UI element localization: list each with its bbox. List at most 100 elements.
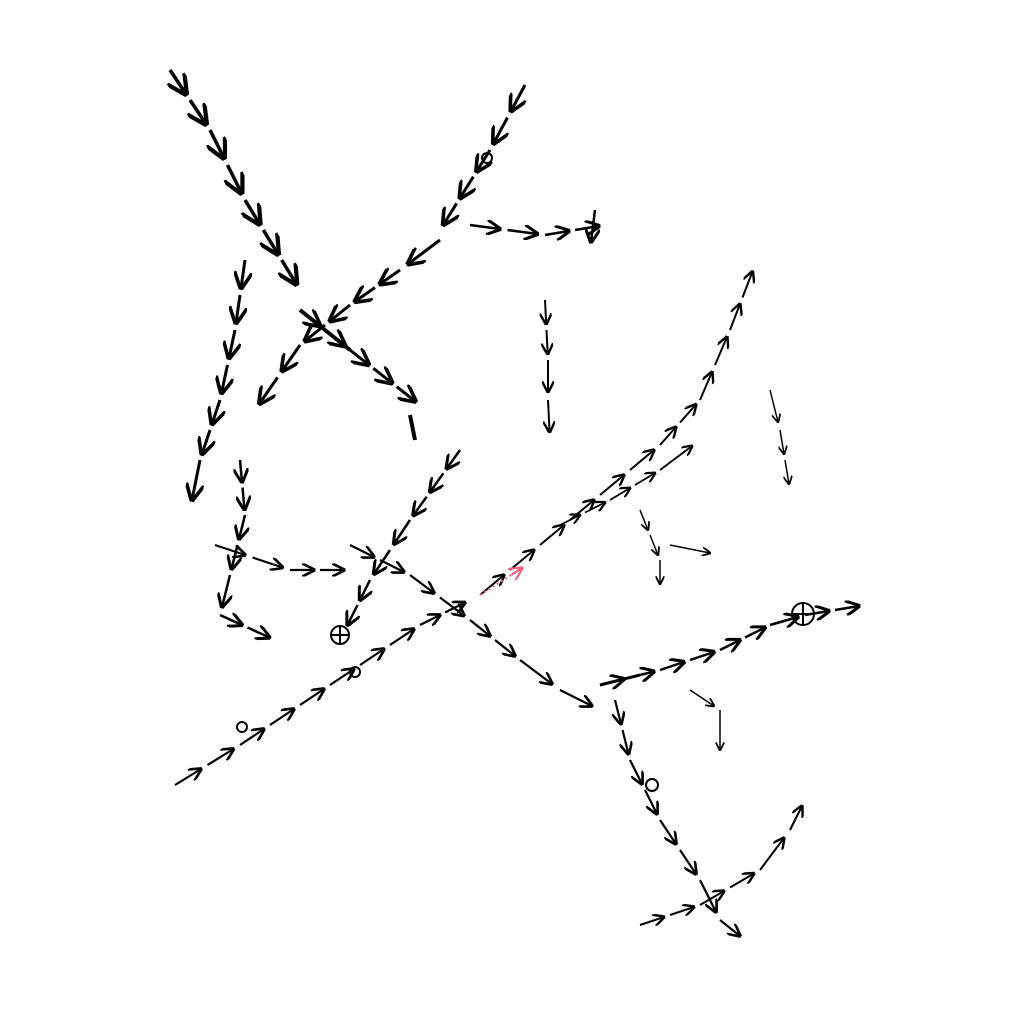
long-diagonal-upper-arrow-glyph	[741, 272, 753, 298]
left-lower-branch-arrow-glyph	[239, 514, 245, 539]
top-right-arm-arrow-glyph	[574, 226, 599, 230]
far-right-branch-arrow-glyph	[769, 389, 778, 422]
right-horizontal-branch-arrow-glyph	[744, 628, 765, 638]
top-right-arm-arrow-glyph	[507, 230, 538, 234]
long-diagonal-lower-arrow-glyph	[359, 649, 384, 666]
left-vertical-branch-arrow-glyph	[222, 364, 228, 393]
long-diagonal-lower-arrow-glyph	[206, 749, 234, 766]
upper-diagonal-branch-arrow-glyph	[330, 303, 351, 321]
top-left-branch-arrow-glyph	[263, 229, 278, 254]
center-left-branch-arrow-glyph	[372, 368, 392, 383]
far-right-branch-arrow-glyph	[785, 459, 789, 484]
center-stack-branch-arrow-glyph	[348, 604, 358, 625]
long-diagonal-lower-arrow-glyph	[299, 689, 324, 706]
center-left-branch-arrow-glyph	[349, 350, 369, 365]
long-diagonal-upper-arrow-glyph	[479, 575, 504, 596]
cross-arm-arrow-glyph	[591, 209, 595, 242]
center-stack-branch-arrow-glyph	[374, 549, 392, 574]
right-horizontal-branch-arrow-glyph	[834, 606, 859, 610]
far-right-branch-arrow-glyph	[780, 429, 784, 454]
top-branch-arrow-glyph	[443, 202, 456, 224]
left-lower-branch-arrow-glyph	[219, 615, 242, 625]
top-left-branch-arrow-glyph	[210, 129, 224, 158]
small-bottom-arm-arrow-glyph	[689, 689, 714, 706]
small-circle-glyph	[349, 666, 361, 678]
small-circle-glyph	[645, 778, 659, 792]
small-vertical-branch-arrow-glyph	[548, 399, 550, 432]
long-diagonal-upper-arrow-glyph	[539, 525, 564, 546]
heavy-bar-glyph	[408, 414, 417, 441]
bottom-right-branch-arrow-glyph	[759, 838, 784, 871]
center-left-branch-arrow-glyph	[395, 387, 416, 402]
right-horizontal-branch-arrow-glyph	[659, 662, 684, 670]
top-branch-arrow-glyph	[511, 84, 525, 111]
center-diagonal-branch-arrow-glyph	[494, 639, 515, 656]
right-horizontal-branch-arrow-glyph	[719, 640, 740, 650]
long-diagonal-upper-arrow-glyph	[679, 405, 696, 424]
small-vertical-branch-arrow-glyph	[547, 329, 548, 354]
center-diagonal-branch-arrow-glyph	[439, 596, 464, 616]
long-diagonal-upper-arrow-glyph	[714, 337, 727, 366]
long-diagonal-upper-arrow-glyph	[599, 475, 624, 496]
center-stack-branch-arrow-glyph	[413, 495, 428, 516]
bottom-vertical-branch-arrow-glyph	[659, 819, 676, 844]
bottom-vertical-branch-arrow-glyph	[615, 699, 621, 724]
bottom-vertical-branch-arrow-glyph	[719, 919, 740, 936]
top-left-branch-arrow-glyph	[190, 99, 206, 124]
center-diagonal-branch-arrow-glyph	[409, 574, 434, 593]
left-cross-arm-arrow-glyph	[214, 543, 245, 555]
left-lower-branch-arrow-glyph	[232, 544, 238, 569]
long-diagonal-lower-arrow-glyph	[269, 709, 294, 726]
top-right-arm-arrow-glyph	[544, 231, 569, 235]
top-left-branch-arrow-glyph	[282, 259, 297, 284]
upper-diagonal-branch-arrow-glyph	[408, 238, 441, 264]
right-horizontal-branch-arrow-glyph	[689, 652, 714, 660]
center-stack-branch-arrow-glyph	[394, 519, 412, 544]
bottom-right-branch-arrow-glyph	[639, 917, 664, 925]
bottom-right-branch-arrow-glyph	[789, 806, 802, 831]
left-vertical-branch-arrow-glyph	[192, 459, 200, 500]
upper-diagonal-branch-arrow-glyph	[282, 344, 302, 371]
left-cross-arm-arrow-glyph	[252, 556, 283, 568]
long-diagonal-upper-arrow-glyph	[699, 372, 712, 401]
center-stack-branch-arrow-glyph	[360, 579, 370, 600]
upper-diagonal-branch-arrow-glyph	[260, 376, 279, 404]
left-vertical-branch-arrow-glyph	[229, 329, 235, 358]
mid-right-spoke-arrow-glyph	[559, 515, 580, 526]
mid-right-spoke-arrow-glyph	[609, 488, 630, 501]
center-diagonal-branch-arrow-glyph	[349, 544, 374, 557]
highlighted-trident-arrow-glyph	[479, 568, 522, 596]
long-diagonal-lower-arrow-glyph	[239, 729, 264, 746]
long-diagonal-upper-arrow-glyph	[629, 450, 654, 471]
top-right-arm-arrow-glyph	[469, 225, 500, 229]
left-vertical-branch-arrow-glyph	[236, 294, 240, 323]
long-diagonal-upper-arrow-glyph	[729, 304, 740, 331]
bottom-vertical-branch-arrow-glyph	[629, 759, 642, 784]
left-lower-branch-arrow-glyph	[222, 574, 230, 607]
bottom-vertical-branch-arrow-glyph	[699, 879, 716, 912]
top-left-branch-arrow-glyph	[170, 69, 186, 94]
small-vertical-branch-arrow-glyph	[545, 299, 546, 324]
mid-right-spoke-arrow-glyph	[634, 473, 655, 486]
left-vertical-branch-arrow-glyph	[241, 259, 245, 288]
center-stack-branch-arrow-glyph	[430, 472, 445, 492]
top-branch-arrow-glyph	[494, 116, 508, 144]
center-diagonal-branch-arrow-glyph	[519, 659, 552, 684]
small-circle-glyph	[236, 721, 248, 733]
left-lower-branch-arrow-glyph	[246, 628, 270, 638]
left-lower-branch-arrow-glyph	[243, 487, 245, 510]
small-lower-arm-arrow-glyph	[649, 534, 658, 555]
top-left-branch-arrow-glyph	[245, 199, 260, 224]
bar-glyph	[599, 673, 641, 687]
long-diagonal-upper-arrow-glyph	[659, 427, 676, 446]
center-diagonal-branch-arrow-glyph	[469, 619, 490, 636]
long-diagonal-lower-arrow-glyph	[174, 769, 201, 786]
upper-diagonal-branch-arrow-glyph	[380, 270, 401, 284]
bottom-right-branch-arrow-glyph	[699, 891, 724, 906]
long-diagonal-upper-arrow-glyph	[509, 550, 534, 571]
top-branch-arrow-glyph	[460, 175, 473, 198]
upper-diagonal-branch-arrow-glyph	[355, 288, 376, 302]
long-diagonal-lower-arrow-glyph	[419, 615, 440, 625]
center-diagonal-branch-arrow-glyph	[559, 689, 592, 706]
